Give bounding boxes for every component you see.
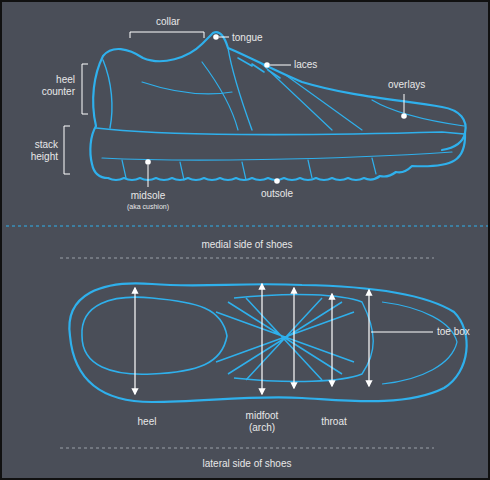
part-label: laces [294,59,317,71]
part-label: toe box [437,326,470,338]
part-label: midfoot (arch) [238,410,286,433]
part-label: tongue [232,32,263,44]
part-label: heel counter [29,74,75,97]
part-label: (aka cushion) [127,203,169,211]
part-label: throat [321,416,347,428]
part-label: overlays [388,79,425,91]
part-label: midsole [131,190,165,202]
part-label: collar [156,16,180,28]
part-label: stack height [18,139,58,162]
part-label: lateral side of shoes [203,458,292,470]
part-label: outsole [261,188,293,200]
part-label: heel [138,416,157,428]
part-label: medial side of shoes [201,239,292,251]
